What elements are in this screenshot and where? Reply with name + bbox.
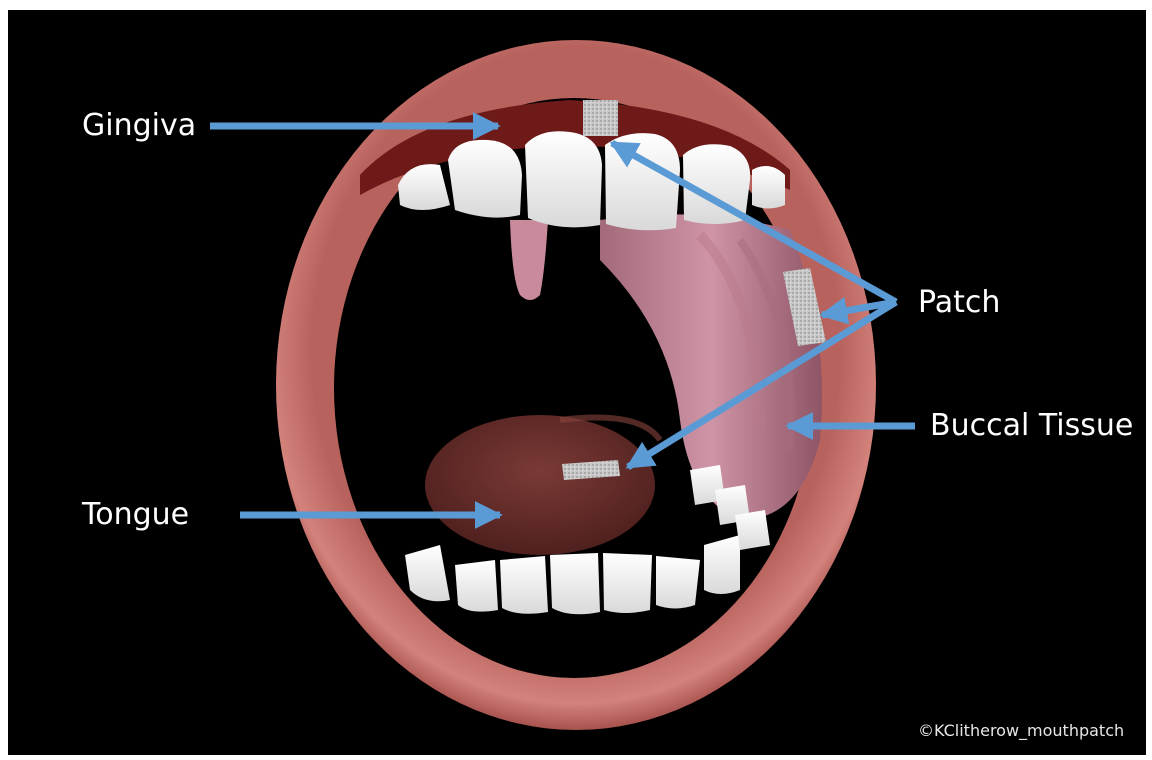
label-gingiva: Gingiva (82, 111, 196, 141)
tongue (425, 415, 655, 555)
label-tongue: Tongue (82, 500, 189, 530)
copyright-credit: ©KClitherow_mouthpatch (918, 723, 1124, 739)
patch-gingiva (583, 100, 618, 136)
label-buccal-tissue: Buccal Tissue (930, 411, 1133, 441)
label-patch: Patch (918, 288, 1000, 318)
